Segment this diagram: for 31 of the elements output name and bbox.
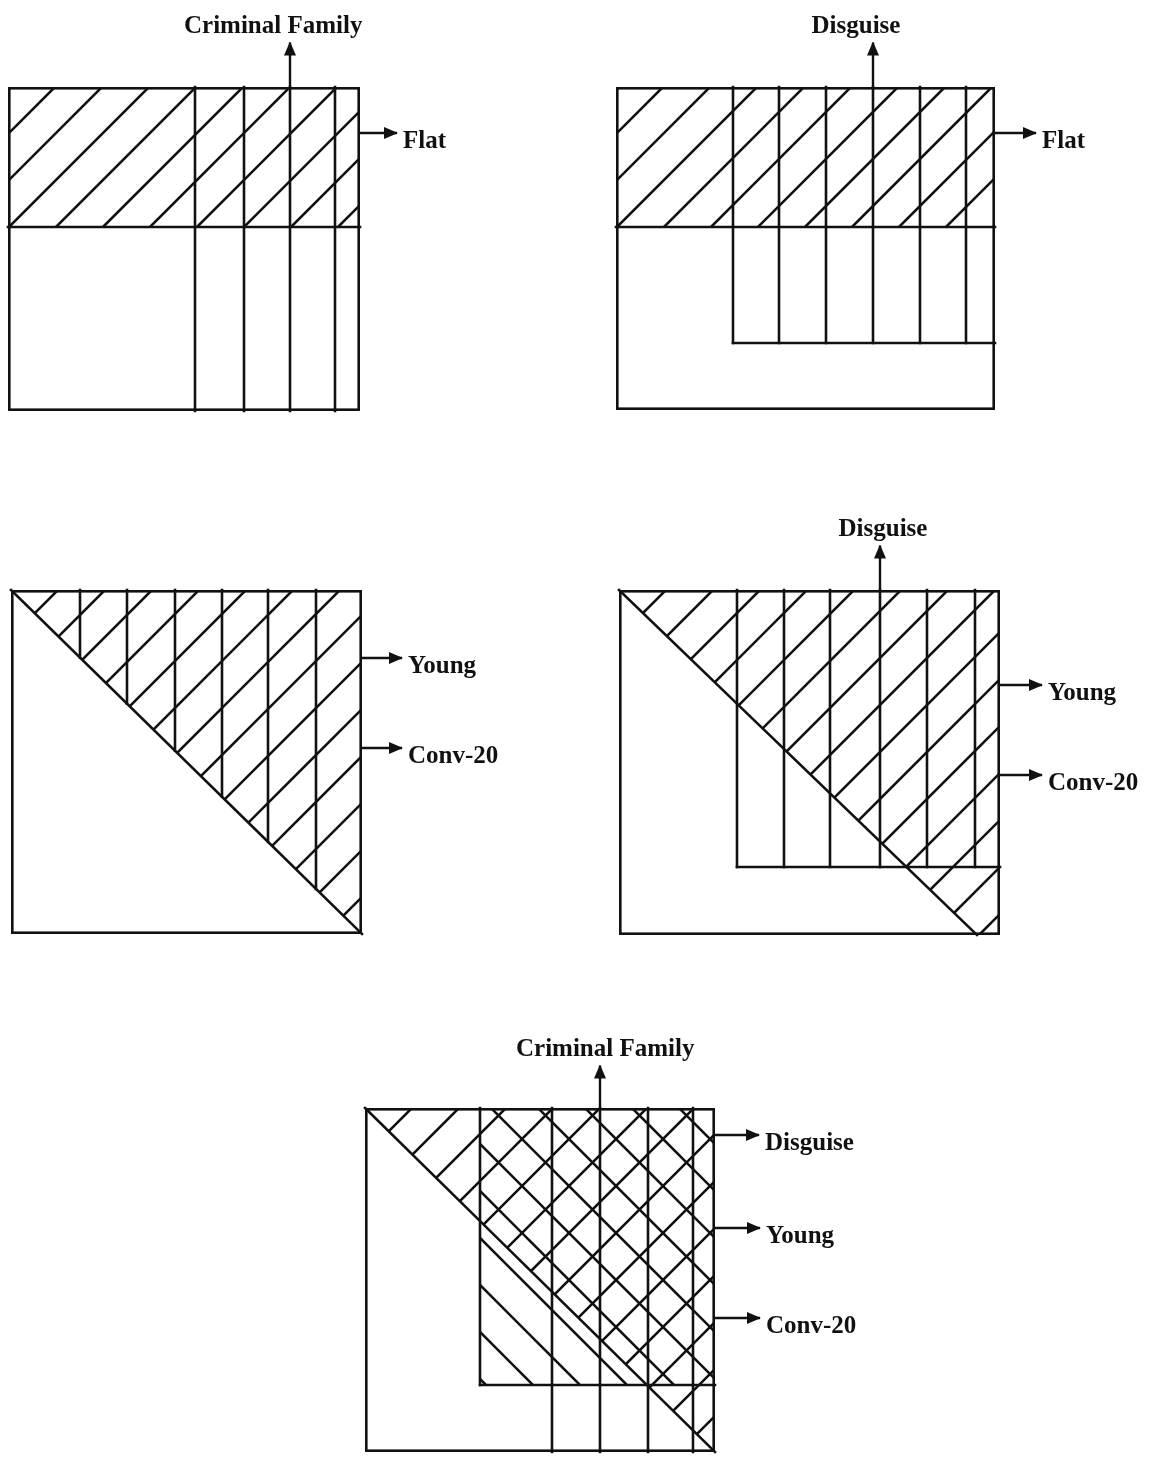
arrow: [362, 742, 403, 754]
arrow: [715, 1129, 760, 1141]
arrow: [594, 1064, 606, 1108]
label-text: Disguise: [765, 1128, 854, 1156]
hatched-square-panel: [8, 87, 360, 411]
hatched-square-panel: [619, 590, 1000, 935]
label-text: Flat: [1042, 126, 1086, 154]
label-text: Disguise: [811, 11, 901, 39]
label-text: Young: [1048, 678, 1117, 706]
arrow: [360, 127, 398, 139]
label-text: Criminal Family: [516, 1034, 695, 1062]
label-text: Criminal Family: [184, 11, 363, 39]
arrow: [362, 652, 403, 664]
arrow: [874, 544, 886, 590]
label-text: Young: [408, 651, 477, 679]
arrow: [1000, 679, 1043, 691]
label-text: Conv-20: [766, 1311, 857, 1339]
label-text: Flat: [403, 126, 447, 154]
hatched-square-panel: [365, 1108, 715, 1452]
arrow: [715, 1222, 761, 1234]
label-text: Conv-20: [408, 741, 499, 769]
arrow: [284, 41, 296, 87]
arrow: [715, 1312, 761, 1324]
hatched-square-panel: [616, 87, 995, 410]
label-text: Conv-20: [1048, 768, 1139, 796]
label-text: Young: [766, 1221, 835, 1249]
arrow: [1000, 769, 1043, 781]
label-text: Disguise: [838, 514, 928, 542]
arrow: [867, 41, 879, 87]
arrow: [995, 127, 1037, 139]
hatched-square-panel: [11, 590, 362, 934]
